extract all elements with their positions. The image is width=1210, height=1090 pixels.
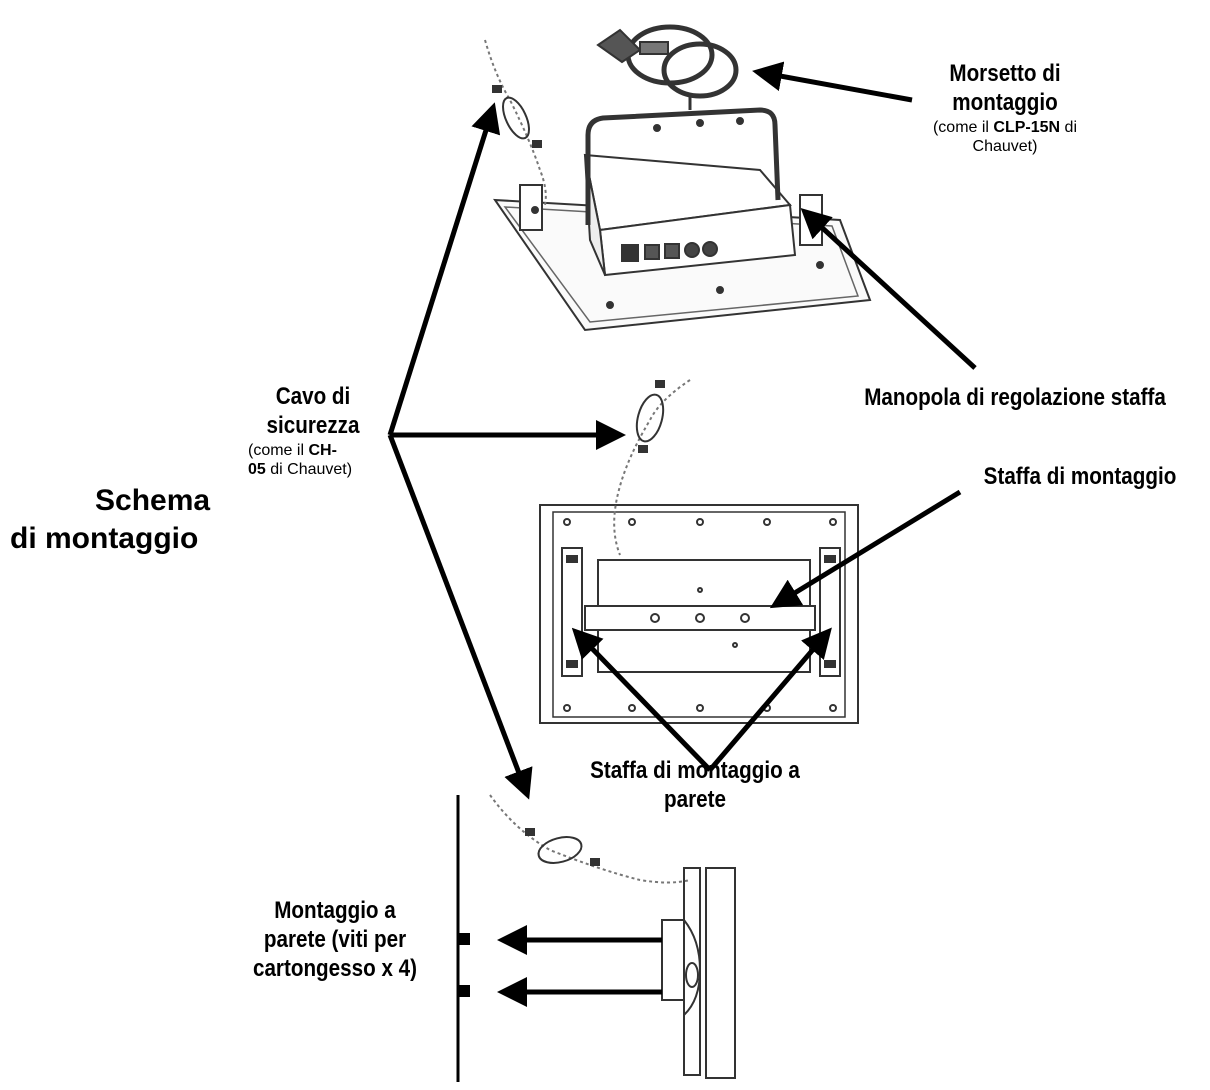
device-front-view bbox=[539, 504, 859, 724]
arrow-clamp bbox=[752, 61, 913, 103]
safety-cable-bottom bbox=[489, 794, 691, 884]
clamp-label: Morsetto di montaggio (come il CLP-15N d… bbox=[880, 60, 1130, 156]
arrow-cable-top bbox=[387, 102, 501, 436]
arrow-wall-bracket-left bbox=[571, 627, 712, 772]
arrow-wall-bracket-right bbox=[708, 627, 832, 772]
callout-arrows bbox=[387, 61, 977, 1007]
wall-mount-line1: Montaggio a bbox=[274, 897, 396, 924]
wall-bracket-line2: parete bbox=[664, 785, 726, 813]
bracket-label: Staffa di montaggio bbox=[983, 463, 1177, 490]
wall-mount-label: Montaggio a parete (viti per cartongesso… bbox=[220, 897, 450, 983]
clamp-title-line2: montaggio bbox=[952, 88, 1058, 116]
clamp-note: (come il CLP-15N di bbox=[932, 118, 1078, 136]
wall-mount-line3: cartongesso x 4) bbox=[252, 954, 418, 982]
arrow-cable-bottom bbox=[387, 434, 533, 800]
wall-bracket-line1: Staffa di montaggio a bbox=[590, 757, 800, 784]
wall-side-view bbox=[456, 795, 736, 1082]
arrow-knob bbox=[800, 207, 977, 370]
clamp-note-line2: Chauvet) bbox=[972, 137, 1038, 155]
diagram-title: Schema di montaggio bbox=[10, 482, 240, 557]
wall-mount-line2: parete (viti per bbox=[263, 925, 407, 953]
safety-cable-top bbox=[484, 39, 547, 206]
knob-label: Manopola di regolazione staffa bbox=[864, 384, 1166, 411]
diagram-title-line2: di montaggio bbox=[10, 521, 199, 555]
arrow-bracket bbox=[769, 489, 962, 609]
clamp-title-line1: Morsetto di bbox=[949, 60, 1061, 87]
safety-cable-title-line2: sicurezza bbox=[266, 411, 360, 439]
safety-cable-note: (come il CH- bbox=[248, 441, 337, 459]
safety-cable-title-line1: Cavo di bbox=[275, 383, 351, 410]
wall-bracket-label: Staffa di montaggio a parete bbox=[545, 757, 845, 815]
clamp-illustration bbox=[596, 24, 739, 110]
safety-cable-note-line2: 05 di Chauvet) bbox=[248, 460, 353, 478]
safety-cable-middle bbox=[613, 379, 691, 556]
diagram-title-line1: Schema bbox=[95, 484, 211, 517]
safety-cable-label: Cavo di sicurezza (come il CH- 05 di Cha… bbox=[218, 383, 408, 479]
